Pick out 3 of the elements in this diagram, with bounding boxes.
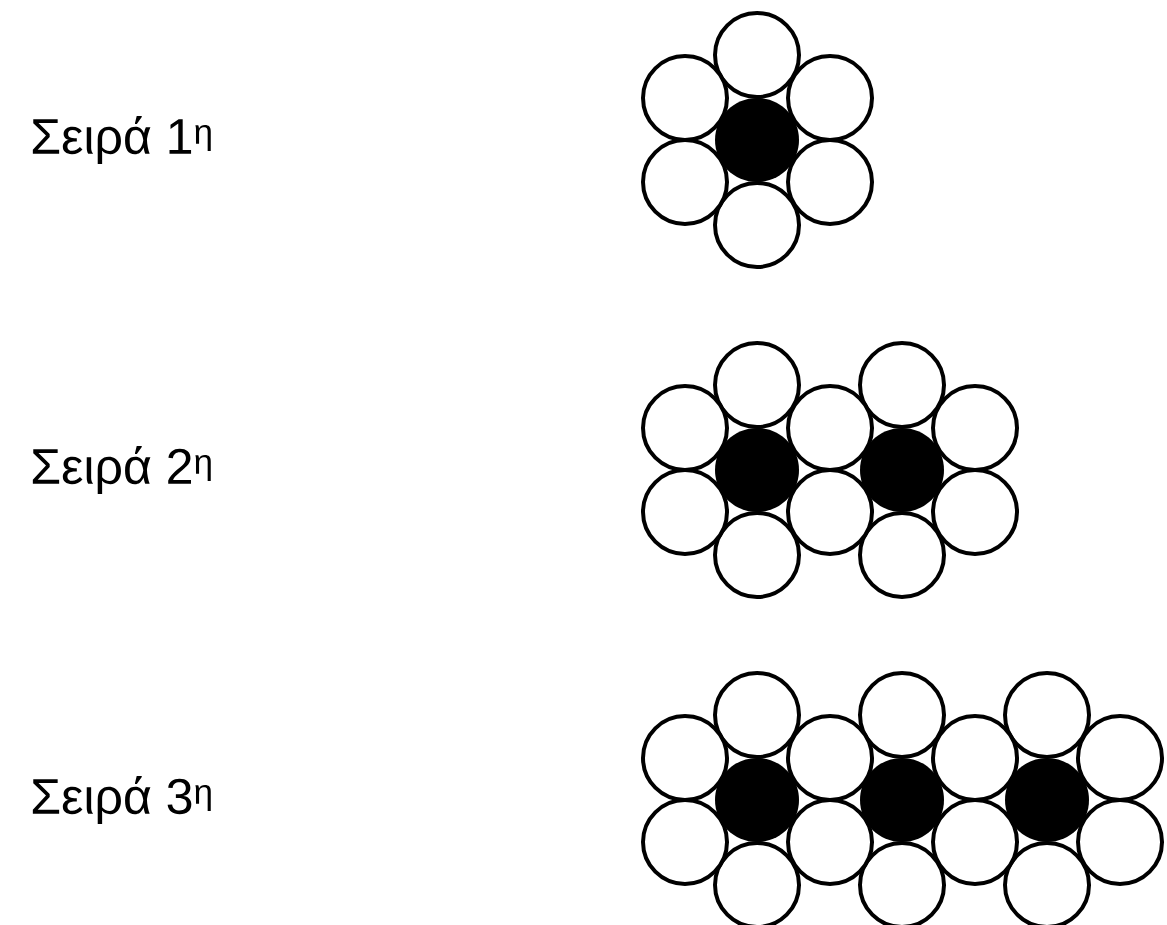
- row-label: Σειρά 1$^{η}$: [32, 115, 211, 165]
- row-label: Σειρά 3$^{η}$: [32, 775, 211, 825]
- row-label: Σειρά 2$^{η}$: [32, 445, 211, 495]
